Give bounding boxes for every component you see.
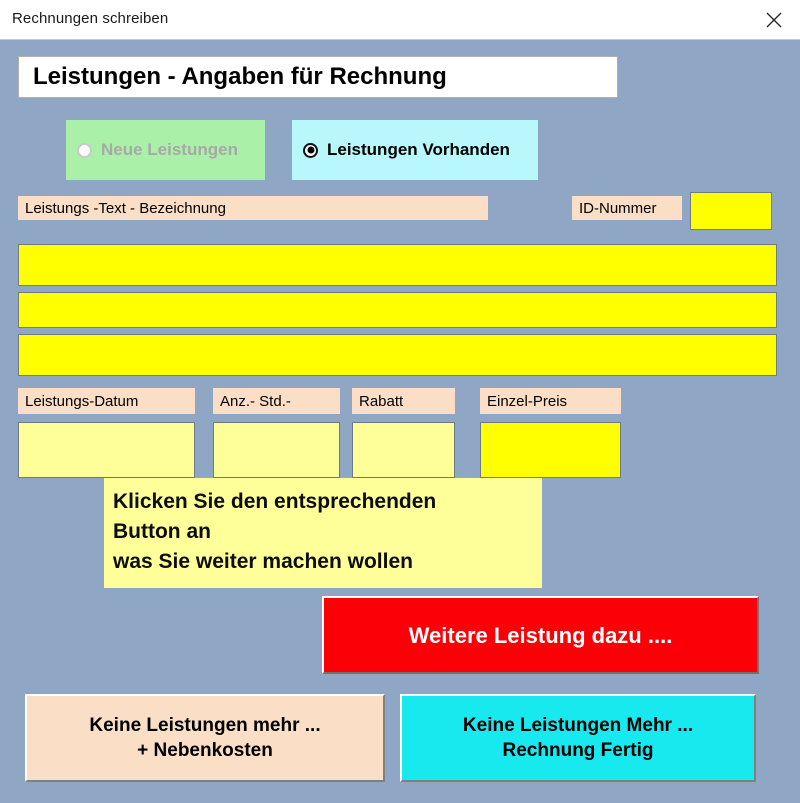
instruction-line-3: was Sie weiter machen wollen	[113, 550, 413, 573]
input-rabatt[interactable]	[352, 422, 455, 478]
input-einzel-preis[interactable]	[480, 422, 621, 478]
instruction-line-2: Button an	[113, 520, 211, 543]
page-header: Leistungen - Angaben für Rechnung	[18, 56, 618, 98]
nebenkosten-button-label-line-2: + Nebenkosten	[137, 740, 273, 761]
window-title: Rechnungen schreiben	[12, 10, 169, 27]
input-leistungs-text-line-3[interactable]	[18, 334, 777, 376]
label-leistungs-text-bezeichnung: Leistungs -Text - Bezeichnung	[18, 196, 488, 220]
radio-label-leistungen-vorhanden: Leistungen Vorhanden	[327, 140, 510, 159]
radio-option-neue-leistungen[interactable]: Neue Leistungen	[66, 120, 265, 180]
instruction-line-1: Klicken Sie den entsprechenden	[113, 490, 437, 513]
rechnung-fertig-button-label-line-2: Rechnung Fertig	[502, 740, 654, 761]
window-titlebar: Rechnungen schreiben	[0, 0, 800, 40]
page-title: Leistungen - Angaben für Rechnung	[33, 63, 447, 90]
radio-label-neue-leistungen: Neue Leistungen	[101, 140, 238, 159]
keine-leistungen-nebenkosten-button[interactable]: Keine Leistungen mehr ... + Nebenkosten	[25, 694, 385, 782]
input-anzahl-stunden[interactable]	[213, 422, 340, 478]
label-leistungs-datum: Leistungs-Datum	[18, 388, 195, 414]
weitere-leistung-button-label: Weitere Leistung dazu ....	[408, 622, 673, 648]
close-icon	[764, 10, 784, 30]
radio-button-leistungen-vorhanden[interactable]	[303, 142, 318, 158]
radio-button-neue-leistungen[interactable]	[77, 142, 92, 158]
label-anzahl-stunden: Anz.- Std.-	[213, 388, 340, 414]
input-leistungs-text-line-1[interactable]	[18, 244, 777, 286]
rechnung-fertig-button[interactable]: Keine Leistungen Mehr ... Rechnung Ferti…	[400, 694, 756, 782]
input-leistungs-datum[interactable]	[18, 422, 195, 478]
input-id-nummer[interactable]	[690, 192, 772, 230]
weitere-leistung-button[interactable]: Weitere Leistung dazu ....	[322, 596, 759, 674]
radio-option-leistungen-vorhanden[interactable]: Leistungen Vorhanden	[292, 120, 538, 180]
label-einzel-preis: Einzel-Preis	[480, 388, 621, 414]
label-id-nummer: ID-Nummer	[572, 196, 682, 220]
label-rabatt: Rabatt	[352, 388, 455, 414]
input-leistungs-text-line-2[interactable]	[18, 292, 777, 328]
close-button[interactable]	[748, 0, 800, 39]
instruction-note: Klicken Sie den entsprechenden Button an…	[104, 478, 542, 588]
rechnung-fertig-button-label-line-1: Keine Leistungen Mehr ...	[462, 715, 694, 736]
nebenkosten-button-label-line-1: Keine Leistungen mehr ...	[89, 715, 321, 736]
